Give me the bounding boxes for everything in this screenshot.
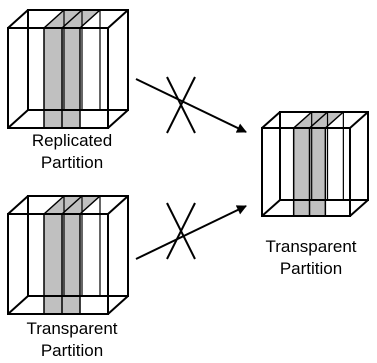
source-label-replicated: Replicated Partition [0,130,144,174]
source-cube-replicated [7,9,129,129]
target-cube-transparent [261,111,369,217]
x-cross-icon [166,202,196,260]
x-cross-icon [166,76,196,134]
target-label-line1: Transparent [265,237,357,256]
target-label-transparent: Transparent Partition [248,236,374,280]
source-cube-transparent [7,195,129,315]
arrow-right-icon [135,205,247,260]
source-label-line1: Replicated [31,131,113,150]
source-label-transparent: Transparent Partition [0,318,144,362]
source-label-line1: Transparent [26,319,118,338]
source-label-line2: Partition [40,153,104,172]
source-label-line2: Partition [40,341,104,360]
target-label-line2: Partition [279,259,343,278]
arrow-right-icon [135,78,247,133]
arrow-group [135,76,247,260]
cube-group [7,9,369,315]
